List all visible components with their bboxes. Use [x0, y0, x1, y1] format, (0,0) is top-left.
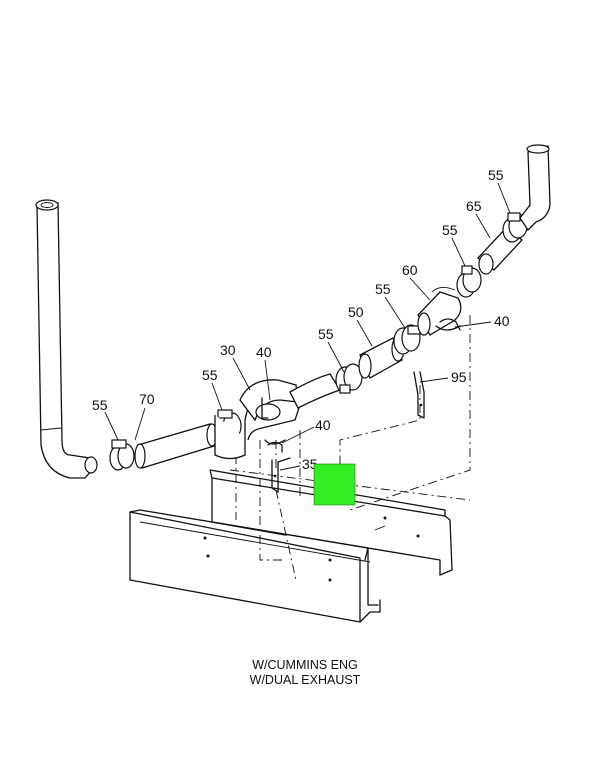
callout-label: 55 — [318, 326, 334, 342]
callout-label: 95 — [451, 369, 467, 385]
callout-label: 40 — [494, 313, 510, 329]
frame-rail — [129, 469, 453, 623]
callout-label: 50 — [348, 304, 364, 320]
callout-label: 70 — [139, 391, 155, 407]
caption-engine: W/CUMMINS ENG — [252, 658, 358, 672]
callout-label: 60 — [402, 262, 418, 278]
callout-labels: 55 70 55 30 40 40 35 55 50 55 60 40 55 6… — [92, 167, 510, 472]
highlight-box[interactable] — [313, 463, 356, 506]
callout-label: 65 — [466, 198, 482, 214]
callout-label: 40 — [315, 417, 331, 433]
hanger-brackets — [261, 318, 461, 493]
callout-label: 55 — [442, 222, 458, 238]
callout-label: 30 — [220, 342, 236, 358]
callout-label: 55 — [488, 167, 504, 183]
callout-label: 55 — [92, 397, 108, 413]
leader-lines — [104, 182, 511, 471]
callout-label: 55 — [202, 367, 218, 383]
caption-exhaust: W/DUAL EXHAUST — [249, 673, 361, 687]
callout-label: 40 — [256, 344, 272, 360]
callout-label: 55 — [375, 281, 391, 297]
vertical-stack-pipe — [35, 199, 98, 479]
exhaust-pipes — [109, 144, 551, 471]
